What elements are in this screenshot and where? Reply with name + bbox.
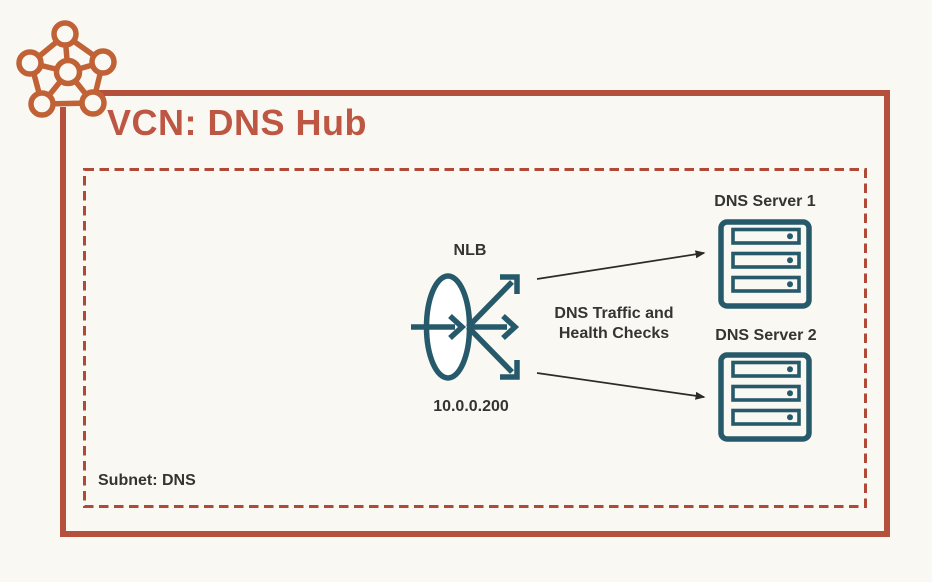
- server-1-label: DNS Server 1: [714, 193, 816, 210]
- vcn-pentagon-network-icon: [16, 20, 117, 118]
- nlb-ip-address: 10.0.0.200: [433, 398, 509, 415]
- server-rack-icon-1: [718, 219, 812, 309]
- arrow-nlb-to-server-1: [536, 250, 706, 280]
- arrow-nlb-to-server-2: [536, 372, 706, 400]
- flow-caption-line-2: Health Checks: [558, 325, 670, 342]
- flow-caption: DNS Traffic and Health Checks: [554, 304, 673, 344]
- server-2-label: DNS Server 2: [715, 327, 817, 344]
- server-rack-icon-2: [718, 352, 812, 442]
- nlb-label: NLB: [453, 242, 487, 259]
- subnet-label: Subnet: DNS: [98, 472, 196, 489]
- vcn-boundary: [60, 90, 890, 537]
- subnet-boundary: [83, 168, 867, 508]
- load-balancer-icon: [411, 273, 520, 381]
- flow-caption-line-1: DNS Traffic and: [554, 305, 674, 322]
- vcn-title: VCN: DNS Hub: [107, 102, 367, 143]
